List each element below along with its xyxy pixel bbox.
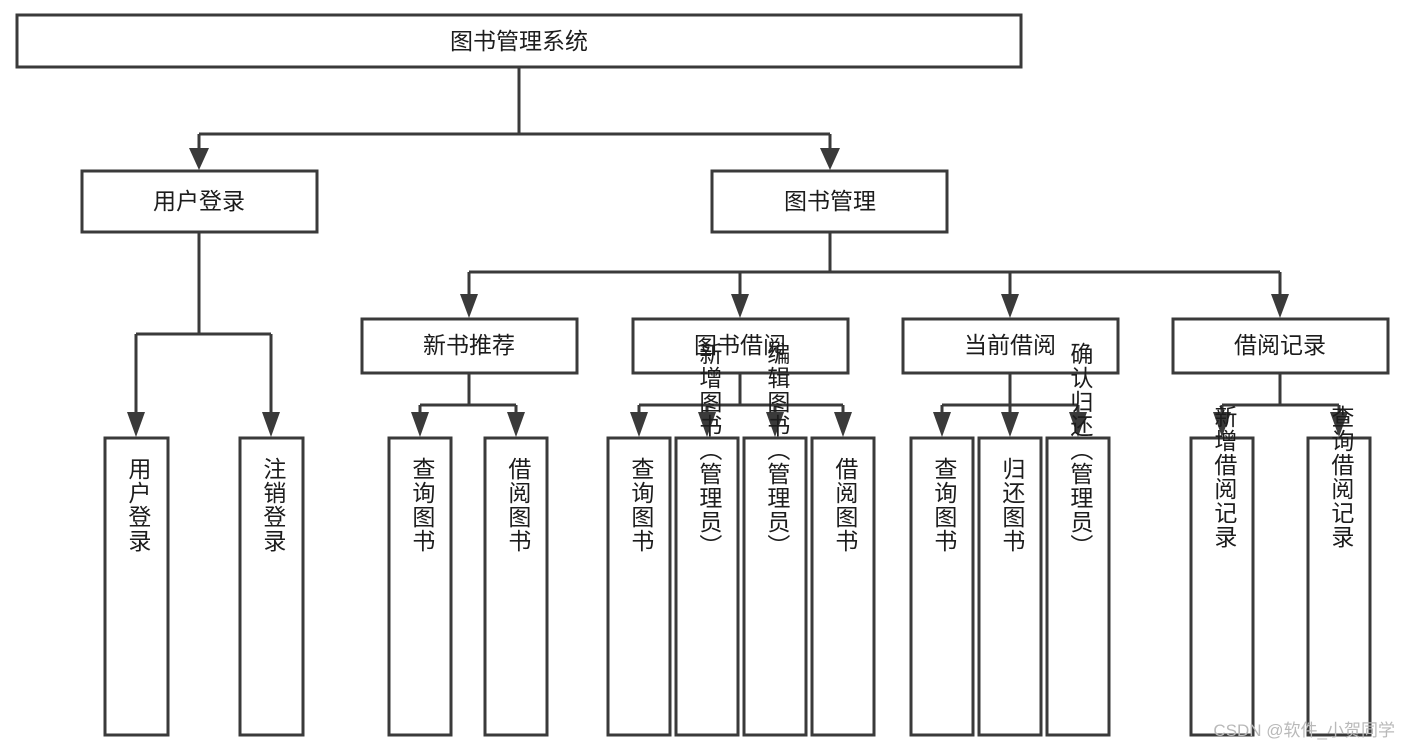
node-root-box[interactable] (15, 13, 1023, 69)
arrow-head-book-borrow (731, 294, 749, 318)
node-user-login-label: 用户登录 (153, 188, 245, 214)
leaf-user-login-label: 用户登录 (125, 457, 152, 553)
leaf-user-login-box[interactable] (103, 436, 170, 737)
leaf-user-login[interactable]: 用户登录 (103, 436, 170, 737)
leaf-logout-box[interactable] (238, 436, 305, 737)
leaf-query-book-2[interactable]: 查询图书 (606, 436, 672, 737)
node-book-borrow-label: 图书借阅 (694, 332, 786, 358)
leaf-edit-book[interactable]: 编辑图书（管理员） (742, 342, 808, 737)
leaf-confirm-return-box[interactable] (1045, 436, 1111, 737)
leaf-return-book-label: 归还图书 (999, 457, 1026, 553)
leaf-logout-label: 注销登录 (260, 457, 287, 553)
node-new-book-recommend-box[interactable] (360, 317, 579, 375)
leaf-query-book-3-box[interactable] (909, 436, 975, 737)
leaf-add-record-label: 新增借阅记录 (1211, 405, 1238, 549)
leaf-confirm-return-label: 确认归还（管理员） (1067, 342, 1094, 558)
arrow-head-user-login (189, 148, 209, 170)
arrow-head-leaf-query-book-2 (630, 412, 648, 437)
node-user-login-box[interactable] (80, 169, 319, 234)
leaf-query-book-2-box[interactable] (606, 436, 672, 737)
leaf-logout[interactable]: 注销登录 (238, 436, 305, 737)
leaf-borrow-book-2-label: 借阅图书 (832, 457, 859, 553)
node-current-borrow-box[interactable] (901, 317, 1120, 375)
node-book-manage[interactable]: 图书管理 (710, 169, 949, 234)
leaf-query-book-3-label: 查询图书 (931, 457, 958, 553)
arrow-head-new-book-recommend (460, 294, 478, 318)
leaf-query-book-1-box[interactable] (387, 436, 453, 737)
connector-layer (127, 67, 1348, 437)
node-user-login[interactable]: 用户登录 (80, 169, 319, 234)
leaf-add-book-box[interactable] (674, 436, 740, 737)
leaf-edit-book-label: 编辑图书（管理员） (764, 342, 791, 558)
leaf-borrow-book-1-box[interactable] (483, 436, 549, 737)
node-borrow-record-box[interactable] (1171, 317, 1390, 375)
node-book-borrow-box[interactable] (631, 317, 850, 375)
leaf-query-book-1[interactable]: 查询图书 (387, 436, 453, 737)
node-book-borrow[interactable]: 图书借阅 (631, 317, 850, 375)
arrow-head-leaf-edit-book (766, 412, 784, 437)
arrow-head-leaf-logout (262, 412, 280, 437)
leaf-edit-book-box[interactable] (742, 436, 808, 737)
arrow-head-leaf-query-record (1330, 412, 1348, 437)
leaf-return-book[interactable]: 归还图书 (977, 436, 1043, 737)
leaf-query-record-label: 查询借阅记录 (1328, 405, 1355, 549)
node-borrow-record-label: 借阅记录 (1234, 332, 1326, 358)
arrow-head-current-borrow (1001, 294, 1019, 318)
arrow-head-leaf-add-record (1213, 412, 1231, 437)
leaf-query-book-1-label: 查询图书 (409, 457, 436, 553)
leaf-query-book-2-label: 查询图书 (628, 457, 655, 553)
leaf-add-record-box[interactable] (1189, 436, 1255, 737)
node-new-book-recommend-label: 新书推荐 (423, 332, 515, 358)
arrow-head-leaf-return-book (1001, 412, 1019, 437)
arrow-head-book-manage (820, 148, 840, 170)
node-root[interactable]: 图书管理系统 (15, 13, 1023, 69)
leaf-return-book-box[interactable] (977, 436, 1043, 737)
arrow-head-leaf-query-book-3 (933, 412, 951, 437)
leaf-borrow-book-2[interactable]: 借阅图书 (810, 436, 876, 737)
arrow-head-leaf-borrow-book-2 (834, 412, 852, 437)
arrow-head-leaf-borrow-book-1 (507, 412, 525, 437)
leaf-add-book-label: 新增图书（管理员） (696, 342, 723, 558)
node-root-label: 图书管理系统 (450, 28, 588, 54)
arrow-head-leaf-add-book (698, 412, 716, 437)
leaf-add-record[interactable]: 新增借阅记录 (1189, 405, 1255, 737)
node-current-borrow[interactable]: 当前借阅 (901, 317, 1120, 375)
arrow-head-leaf-query-book-1 (411, 412, 429, 437)
leaf-add-book[interactable]: 新增图书（管理员） (674, 342, 740, 737)
node-current-borrow-label: 当前借阅 (964, 332, 1056, 358)
node-new-book-recommend[interactable]: 新书推荐 (360, 317, 579, 375)
leaf-borrow-book-1-label: 借阅图书 (505, 457, 532, 553)
leaf-borrow-book-1[interactable]: 借阅图书 (483, 436, 549, 737)
arrow-head-leaf-user-login (127, 412, 145, 437)
leaf-borrow-book-2-box[interactable] (810, 436, 876, 737)
leaf-query-record-box[interactable] (1306, 436, 1372, 737)
leaf-query-record[interactable]: 查询借阅记录 (1306, 405, 1372, 737)
arrow-head-borrow-record (1271, 294, 1289, 318)
node-book-manage-label: 图书管理 (784, 188, 876, 214)
node-book-manage-box[interactable] (710, 169, 949, 234)
arrow-head-leaf-confirm-return (1069, 412, 1087, 437)
node-borrow-record[interactable]: 借阅记录 (1171, 317, 1390, 375)
leaf-query-book-3[interactable]: 查询图书 (909, 436, 975, 737)
leaf-confirm-return[interactable]: 确认归还（管理员） (1045, 342, 1111, 737)
